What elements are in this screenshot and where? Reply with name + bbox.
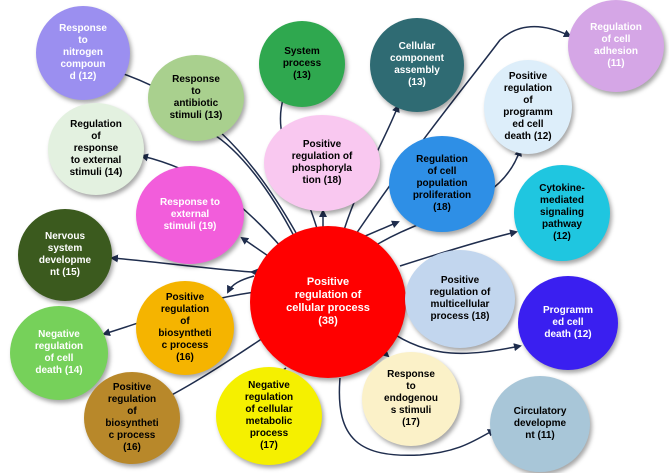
node-label: Response to external stimuli (19) bbox=[159, 197, 220, 232]
node-cellular-component-assembly: Cellular component assembly (13) bbox=[370, 18, 464, 112]
edge-to-circulatory bbox=[338, 377, 496, 457]
node-label: Response to nitrogen compoun d (12) bbox=[59, 23, 107, 82]
node-regulation-of-response-to-external-stimuli: Regulation of response to external stimu… bbox=[48, 103, 144, 195]
node-regulation-of-cell-adhesion: Regulation of cell adhesion (11) bbox=[568, 0, 664, 92]
node-label: Cellular component assembly (13) bbox=[390, 41, 444, 88]
node-circulatory-development: Circulatory developme nt (11) bbox=[490, 376, 590, 472]
node-label: Positive regulation of biosyntheti c pro… bbox=[105, 382, 159, 453]
edge-to-response-antibiotic bbox=[208, 130, 296, 239]
center-label: Positive regulation of cellular process … bbox=[286, 276, 370, 327]
edge-to-programmed-cell-death bbox=[387, 329, 522, 355]
node-response-to-endogenous-stimuli: Response to endogenou s stimuli (17) bbox=[362, 352, 460, 446]
node-label: Regulation of cell adhesion (11) bbox=[590, 22, 642, 69]
node-positive-regulation-of-phosphorylation: Positive regulation of phosphoryla tion … bbox=[264, 115, 380, 211]
node-positive-regulation-of-biosynthetic-process-2: Positive regulation of biosyntheti c pro… bbox=[84, 372, 180, 464]
edge-to-positive-biosynthetic-1 bbox=[227, 275, 255, 294]
node-response-to-external-stimuli: Response to external stimuli (19) bbox=[136, 166, 244, 264]
node-label: System process (13) bbox=[282, 46, 322, 81]
node-negative-regulation-of-cell-death: Negative regulation of cell death (14) bbox=[10, 306, 108, 400]
node-positive-regulation-of-biosynthetic-process-1: Positive regulation of biosyntheti c pro… bbox=[136, 281, 234, 375]
node-label: Negative regulation of cell death (14) bbox=[34, 329, 84, 376]
node-positive-regulation-of-multicellular-process: Positive regulation of multicellular pro… bbox=[405, 250, 515, 348]
node-label: Positive regulation of multicellular pro… bbox=[429, 275, 491, 322]
node-label: Response to antibiotic stimuli (13) bbox=[169, 74, 223, 121]
node-label: Response to endogenou s stimuli (17) bbox=[384, 369, 438, 428]
node-label: Negative regulation of cellular metaboli… bbox=[244, 380, 294, 451]
node-positive-regulation-of-programmed-cell-death: Positive regulation of programm ed cell … bbox=[484, 60, 572, 154]
node-label: Regulation of cell population proliferat… bbox=[412, 154, 472, 213]
node-label: Positive regulation of biosyntheti c pro… bbox=[158, 292, 212, 363]
node-cytokine-mediated-signaling-pathway: Cytokine- mediated signaling pathway (12… bbox=[514, 165, 610, 261]
edge-to-nervous-system bbox=[110, 254, 259, 277]
node-system-process: System process (13) bbox=[259, 21, 345, 107]
node-label: Circulatory developme nt (11) bbox=[513, 406, 567, 441]
node-response-to-antibiotic-stimuli: Response to antibiotic stimuli (13) bbox=[148, 55, 244, 141]
node-label: Positive regulation of programm ed cell … bbox=[503, 71, 553, 142]
node-label: Programm ed cell death (12) bbox=[542, 305, 593, 340]
node-positive-regulation-of-cellular-process: Positive regulation of cellular process … bbox=[250, 226, 406, 378]
node-programmed-cell-death: Programm ed cell death (12) bbox=[518, 276, 618, 370]
node-label: Cytokine- mediated signaling pathway (12… bbox=[539, 183, 585, 242]
node-label: Nervous system developme nt (15) bbox=[38, 231, 92, 278]
node-negative-regulation-of-cellular-metabolic-process: Negative regulation of cellular metaboli… bbox=[216, 367, 322, 465]
node-regulation-of-cell-population-proliferation: Regulation of cell population proliferat… bbox=[389, 136, 495, 232]
node-response-to-nitrogen-compound: Response to nitrogen compoun d (12) bbox=[36, 6, 130, 100]
node-label: Regulation of response to external stimu… bbox=[69, 119, 123, 178]
node-nervous-system-development: Nervous system developme nt (15) bbox=[18, 209, 112, 301]
edge-to-cytokine bbox=[399, 229, 518, 267]
edge-to-positive-biosynthetic-2 bbox=[164, 335, 267, 399]
node-label: Positive regulation of phosphoryla tion … bbox=[291, 139, 353, 186]
